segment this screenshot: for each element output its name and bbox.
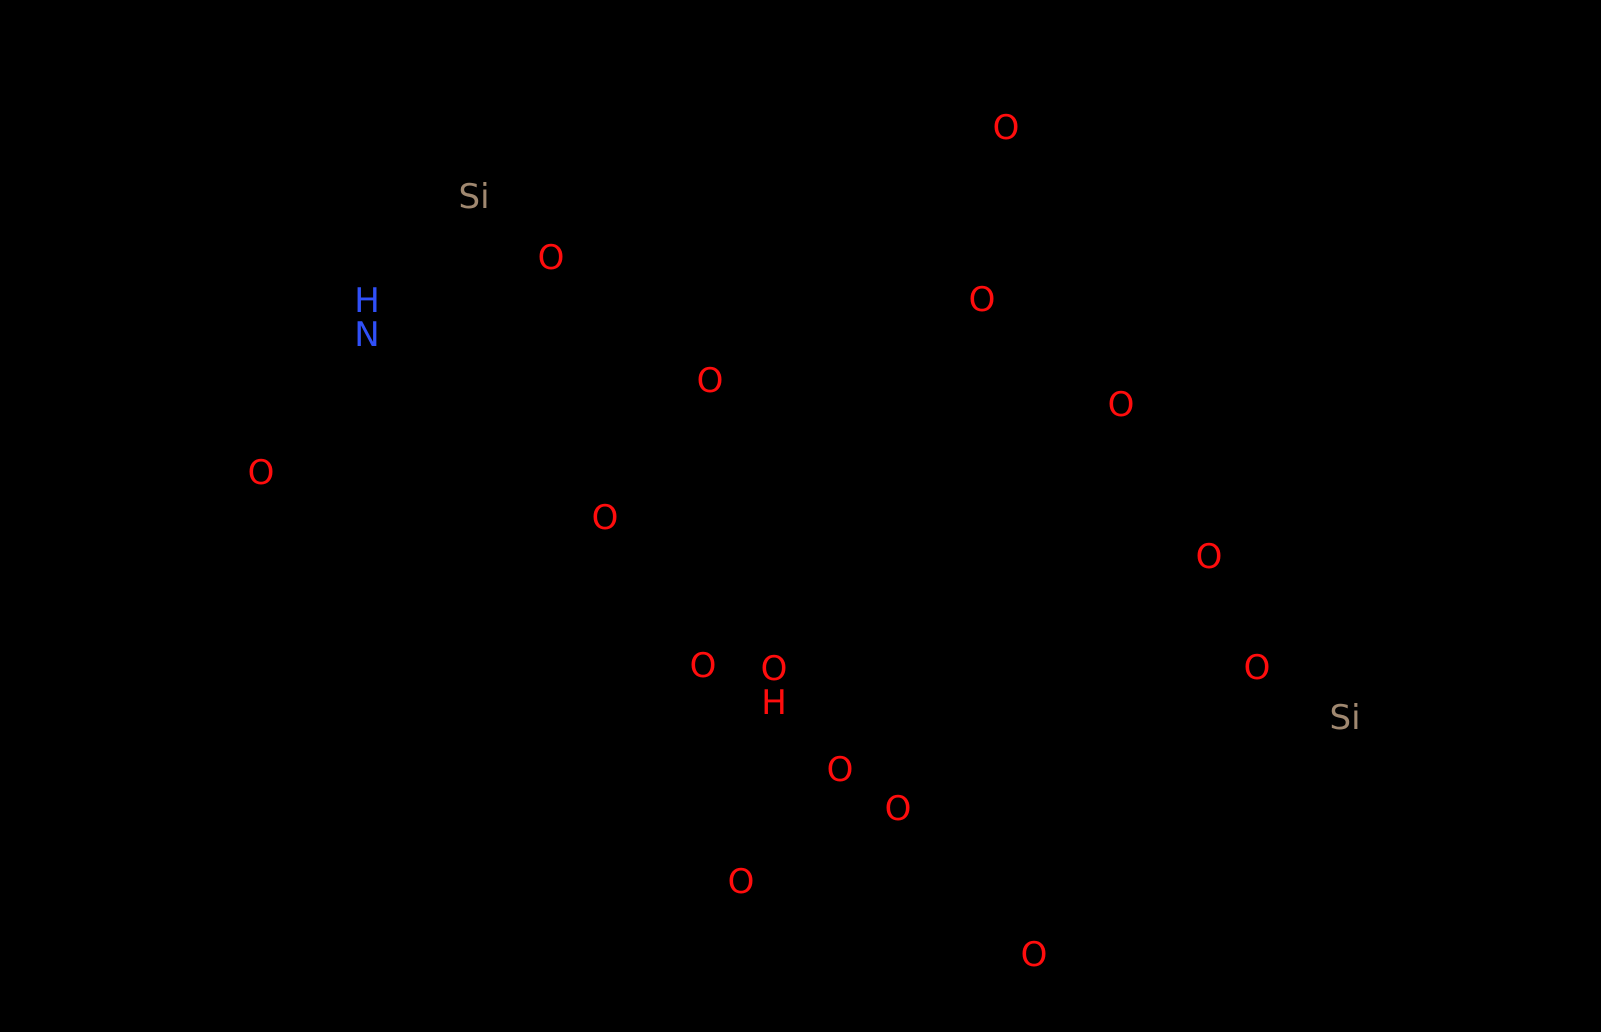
oxygen-atom-label: O [727, 862, 755, 902]
oxygen-atom-label: O [1243, 648, 1271, 688]
oxygen-atom-label: O [992, 108, 1020, 148]
silicon-atom-label: Si [1329, 698, 1361, 738]
oxygen-label: O [760, 649, 788, 689]
oxygen-atom-label: O [1107, 385, 1135, 425]
nh-group-label: H N [354, 284, 380, 352]
nitrogen-label: N [354, 315, 380, 355]
oxygen-atom-label: O [247, 453, 275, 493]
oxygen-atom-label: O [826, 750, 854, 790]
oxygen-atom-label: O [968, 280, 996, 320]
oxygen-atom-label: O [696, 361, 724, 401]
oxygen-atom-label: O [1020, 935, 1048, 975]
oxygen-atom-label: O [689, 646, 717, 686]
oxygen-atom-label: O [1195, 537, 1223, 577]
oxygen-atom-label: O [591, 498, 619, 538]
hydrogen-label: H [761, 683, 787, 723]
oxygen-atom-label: O [537, 238, 565, 278]
hydrogen-label: H [354, 281, 380, 321]
oxygen-atom-label: O [884, 789, 912, 829]
silicon-atom-label: Si [458, 177, 490, 217]
hydroxyl-group-label: O H [761, 652, 788, 720]
